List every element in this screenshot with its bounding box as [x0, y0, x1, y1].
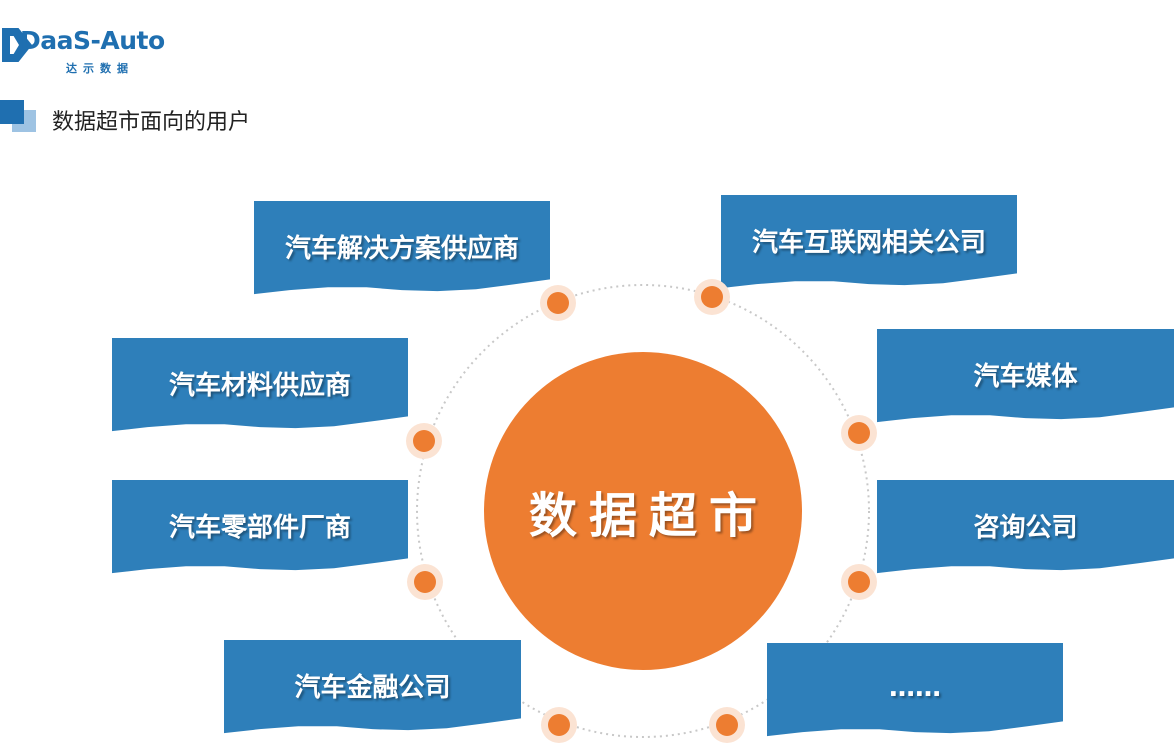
user-label: 汽车解决方案供应商 — [284, 233, 519, 264]
user-label: …… — [889, 673, 941, 703]
connector-dot-icon — [406, 423, 442, 459]
user-box-media: 汽车媒体 — [877, 329, 1174, 423]
user-label: 汽车零部件厂商 — [168, 512, 351, 543]
user-box-solution-supplier: 汽车解决方案供应商 — [254, 201, 550, 295]
user-label: 汽车金融公司 — [294, 672, 451, 703]
hub-circle: 数据超市 — [484, 352, 802, 670]
connector-dot-icon — [541, 707, 577, 743]
connector-dot-icon — [407, 564, 443, 600]
user-box-material-supplier: 汽车材料供应商 — [112, 338, 408, 432]
user-label: 咨询公司 — [973, 512, 1078, 543]
connector-dot-icon — [709, 707, 745, 743]
connector-dot-icon — [540, 285, 576, 321]
hub-label: 数据超市 — [528, 488, 769, 544]
page-title: 数据超市面向的用户 — [52, 110, 251, 135]
connector-dot-icon — [694, 279, 730, 315]
logo-text: DaaS-Auto — [20, 26, 165, 55]
user-box-consulting: 咨询公司 — [877, 480, 1174, 574]
logo-subtitle: 达示数据 — [66, 62, 134, 75]
connector-dot-icon — [841, 415, 877, 451]
user-label: 汽车材料供应商 — [168, 370, 351, 401]
user-label: 汽车媒体 — [973, 361, 1078, 392]
logo: DaaS-Auto 达示数据 — [0, 22, 170, 82]
user-box-internet-company: 汽车互联网相关公司 — [721, 195, 1017, 289]
user-box-finance: 汽车金融公司 — [224, 640, 521, 734]
user-label: 汽车互联网相关公司 — [751, 227, 986, 258]
user-box-more: …… — [767, 643, 1063, 737]
title-squares-icon — [0, 100, 40, 134]
connector-dot-icon — [841, 564, 877, 600]
user-box-parts-maker: 汽车零部件厂商 — [112, 480, 408, 574]
